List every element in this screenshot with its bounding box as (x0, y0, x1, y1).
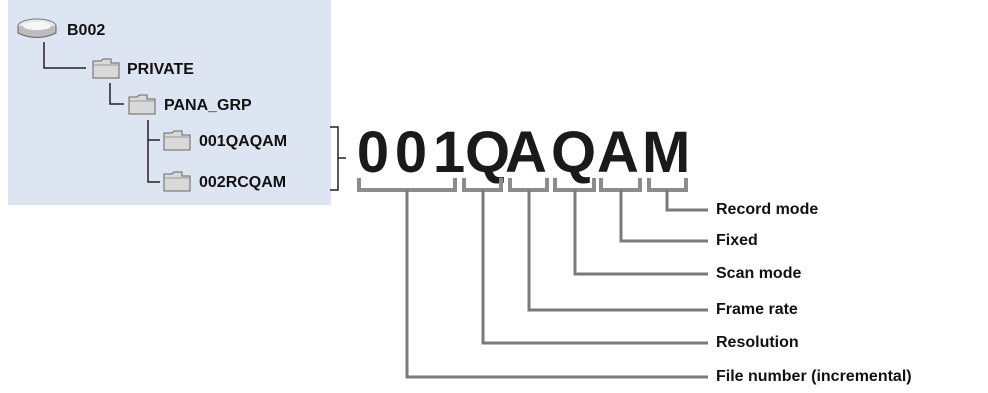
frame-rate-label: Frame rate (716, 301, 798, 318)
tree-folder-label[interactable]: 002RCQAM (199, 174, 287, 191)
filename-char: M (642, 120, 691, 185)
filename-char: 0 (394, 120, 428, 185)
folder-icon (163, 171, 191, 192)
filename-char: A (505, 120, 547, 185)
drive-icon (17, 18, 57, 38)
folder-icon (92, 58, 120, 79)
folder-icon (128, 94, 156, 115)
filename-char: 0 (356, 120, 390, 185)
tree-drive-label[interactable]: B002 (67, 22, 106, 39)
file-number-leader (405, 190, 708, 379)
fixed-label: Fixed (716, 232, 758, 249)
record-mode-leader (665, 190, 708, 212)
filename-char: Q (551, 120, 597, 185)
frame-rate-leader (527, 190, 708, 312)
resolution-leader (481, 190, 708, 345)
filename-char: Q (465, 120, 511, 185)
resolution-bracket (462, 178, 503, 192)
record-mode-bracket (647, 178, 688, 192)
file-number-bracket (357, 178, 457, 192)
scan-mode-leader (573, 190, 708, 276)
frame-rate-bracket (508, 178, 549, 192)
scan-mode-label: Scan mode (716, 265, 802, 282)
resolution-label: Resolution (716, 334, 799, 351)
filename-char: A (597, 120, 639, 185)
fixed-leader (619, 190, 708, 243)
file-number-label: File number (incremental) (716, 368, 912, 385)
folder-icon (163, 130, 191, 151)
tree-private-label[interactable]: PRIVATE (127, 61, 194, 78)
folder-tree-panel (8, 0, 331, 205)
record-mode-label: Record mode (716, 201, 819, 218)
tree-folder-label[interactable]: 001QAQAM (199, 133, 288, 150)
fixed-bracket (599, 178, 642, 192)
filename-char: 1 (432, 120, 466, 185)
scan-mode-bracket (553, 178, 596, 192)
tree-group-label[interactable]: PANA_GRP (164, 97, 252, 114)
